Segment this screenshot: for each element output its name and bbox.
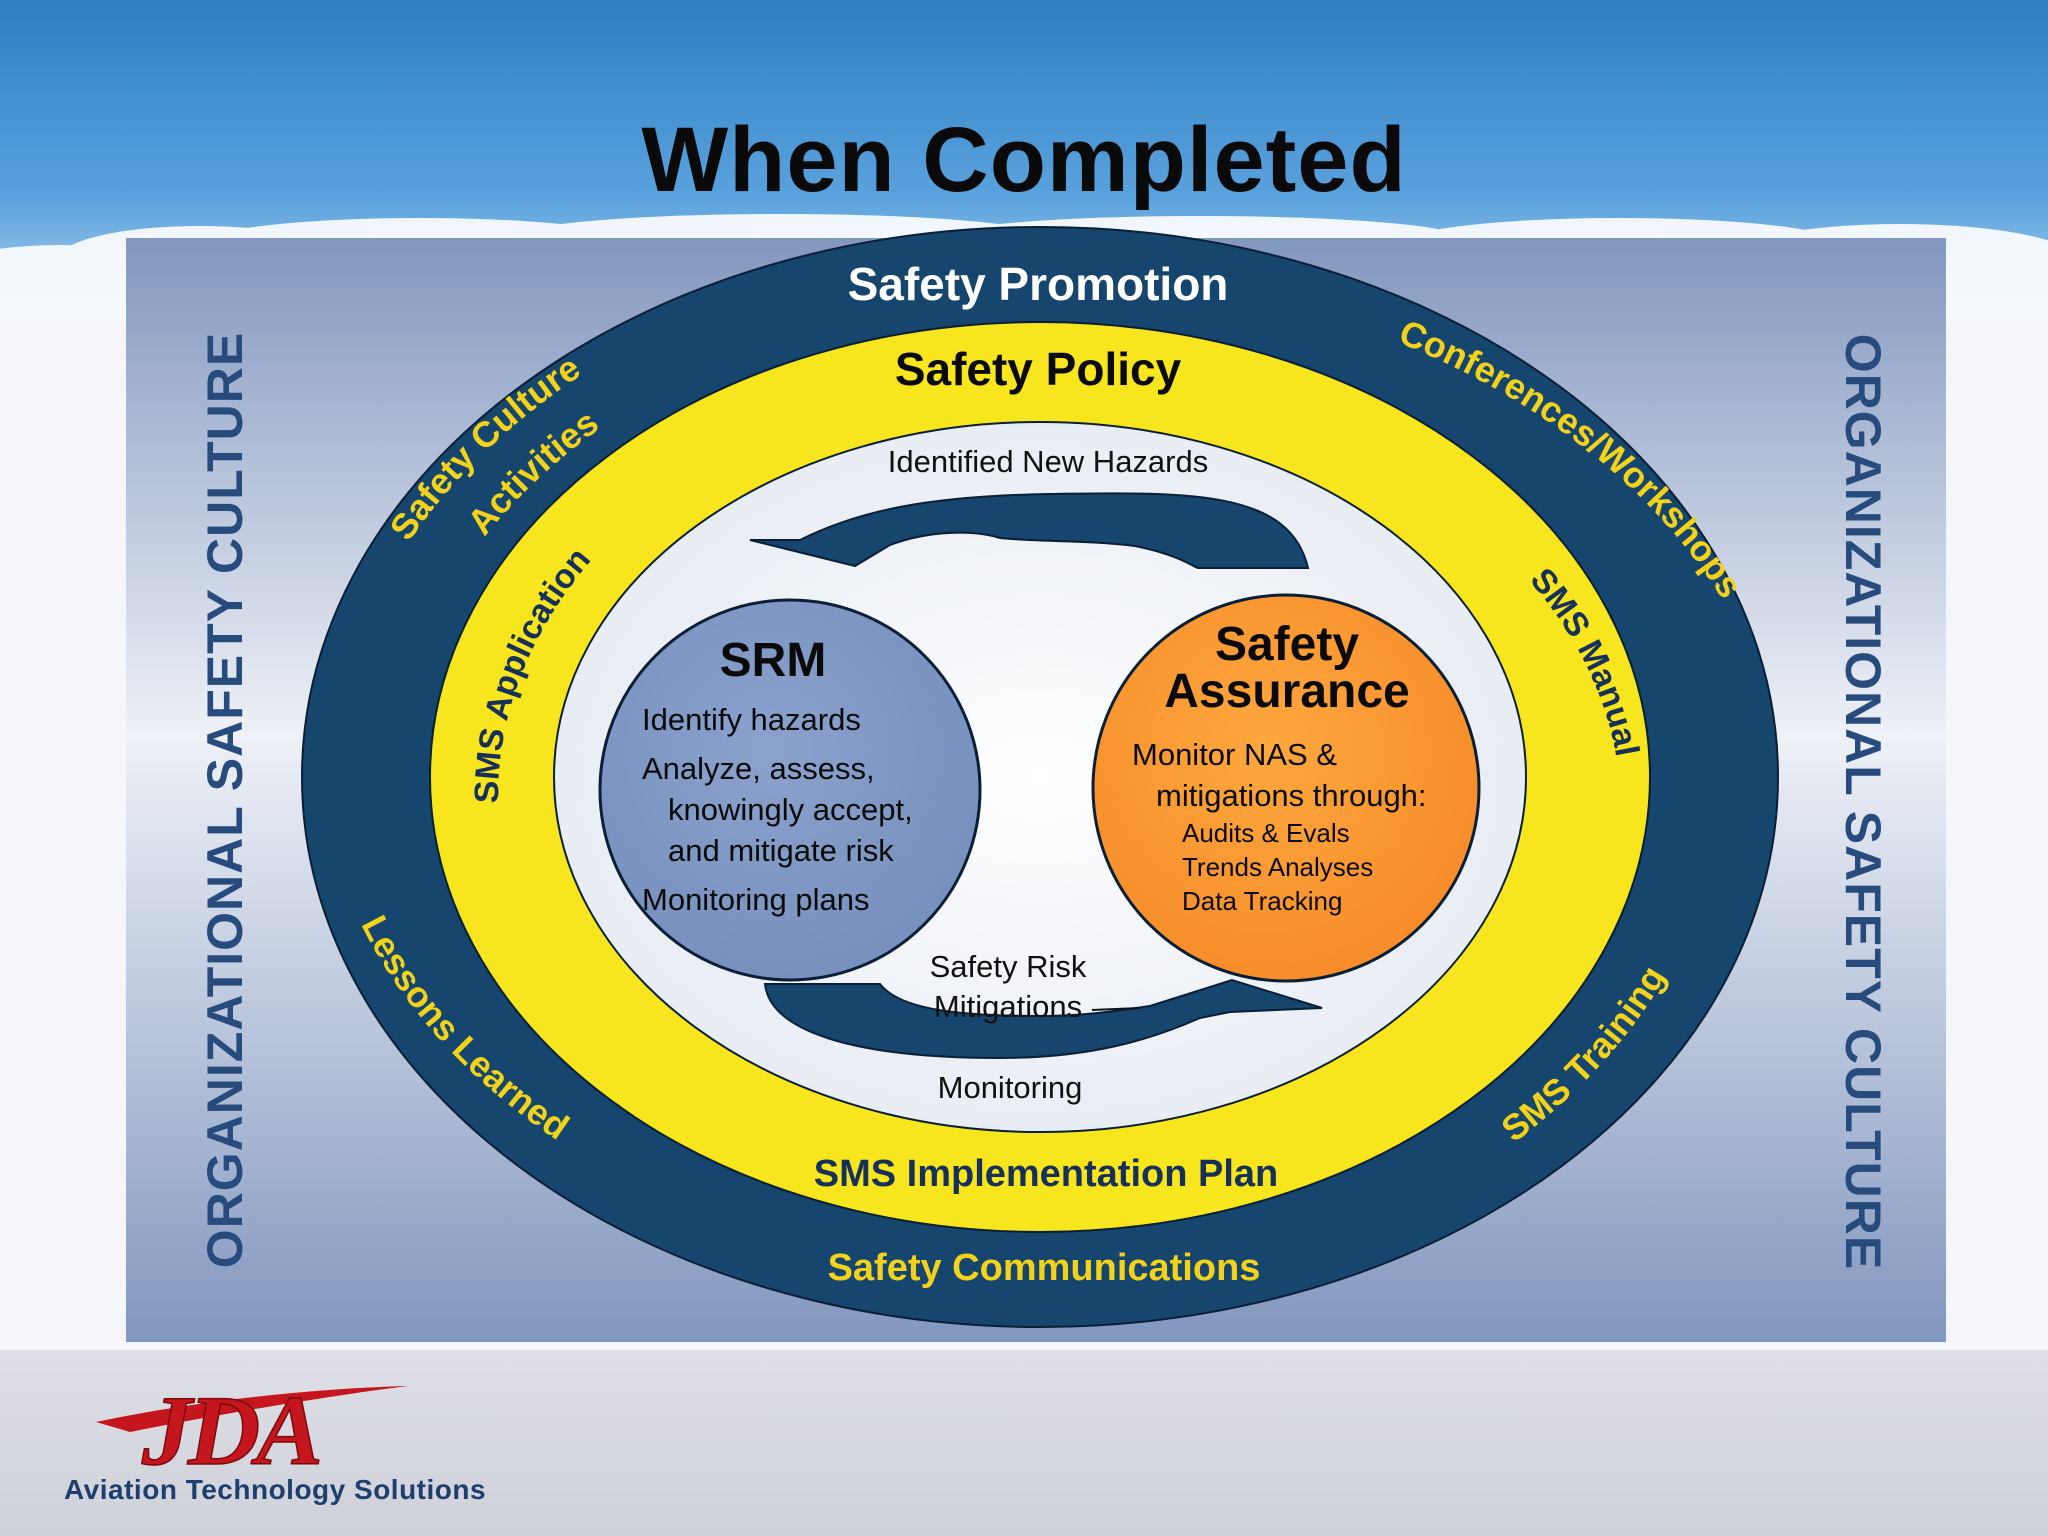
bottom-arrow-label-2: Mitigations: [934, 989, 1082, 1024]
top-curved-arrow: [749, 492, 1310, 569]
srm-line-3: knowingly accept,: [668, 792, 913, 827]
assurance-item-1: Audits & Evals: [1182, 818, 1350, 848]
srm-line-4: and mitigate risk: [668, 833, 894, 868]
assurance-circle: [1091, 593, 1481, 983]
left-side-label: ORGANIZATIONAL SAFETY CULTURE: [197, 332, 253, 1268]
outer-bottom-label: Safety Communications: [828, 1247, 1261, 1289]
assurance-title-1: Safety: [1215, 618, 1359, 671]
mitigations-leader-line: [1091, 1007, 1141, 1011]
srm-circle: [598, 598, 982, 982]
assurance-line-2: mitigations through:: [1156, 778, 1427, 813]
footer-tagline: Aviation Technology Solutions: [64, 1474, 487, 1505]
assurance-item-2: Trends Analyses: [1182, 852, 1373, 882]
logo-text: JDA: [141, 1375, 319, 1486]
top-arrow-label: Identified New Hazards: [888, 444, 1209, 479]
srm-title: SRM: [720, 634, 827, 687]
srm-line-5: Monitoring plans: [642, 882, 869, 917]
middle-bottom-label: SMS Implementation Plan: [814, 1153, 1279, 1195]
bottom-arrow-label-3: Monitoring: [938, 1070, 1083, 1105]
bottom-curved-arrow: [763, 978, 1323, 1060]
right-side-label: ORGANIZATIONAL SAFETY CULTURE: [1835, 334, 1891, 1270]
logo-swoosh: [96, 1386, 408, 1432]
outer-top-label: Safety Promotion: [848, 258, 1229, 310]
assurance-line-1: Monitor NAS &: [1132, 737, 1337, 772]
assurance-title-2: Assurance: [1164, 665, 1409, 718]
jda-logo: JDA: [96, 1374, 408, 1487]
slide-title: When Completed: [641, 109, 1407, 211]
footer-band: [0, 1350, 2048, 1536]
bottom-arrow-label-1: Safety Risk: [930, 949, 1087, 984]
middle-top-label: Safety Policy: [895, 343, 1182, 395]
srm-line-1: Identify hazards: [642, 702, 861, 737]
assurance-item-3: Data Tracking: [1182, 886, 1342, 916]
srm-line-2: Analyze, assess,: [642, 751, 875, 786]
